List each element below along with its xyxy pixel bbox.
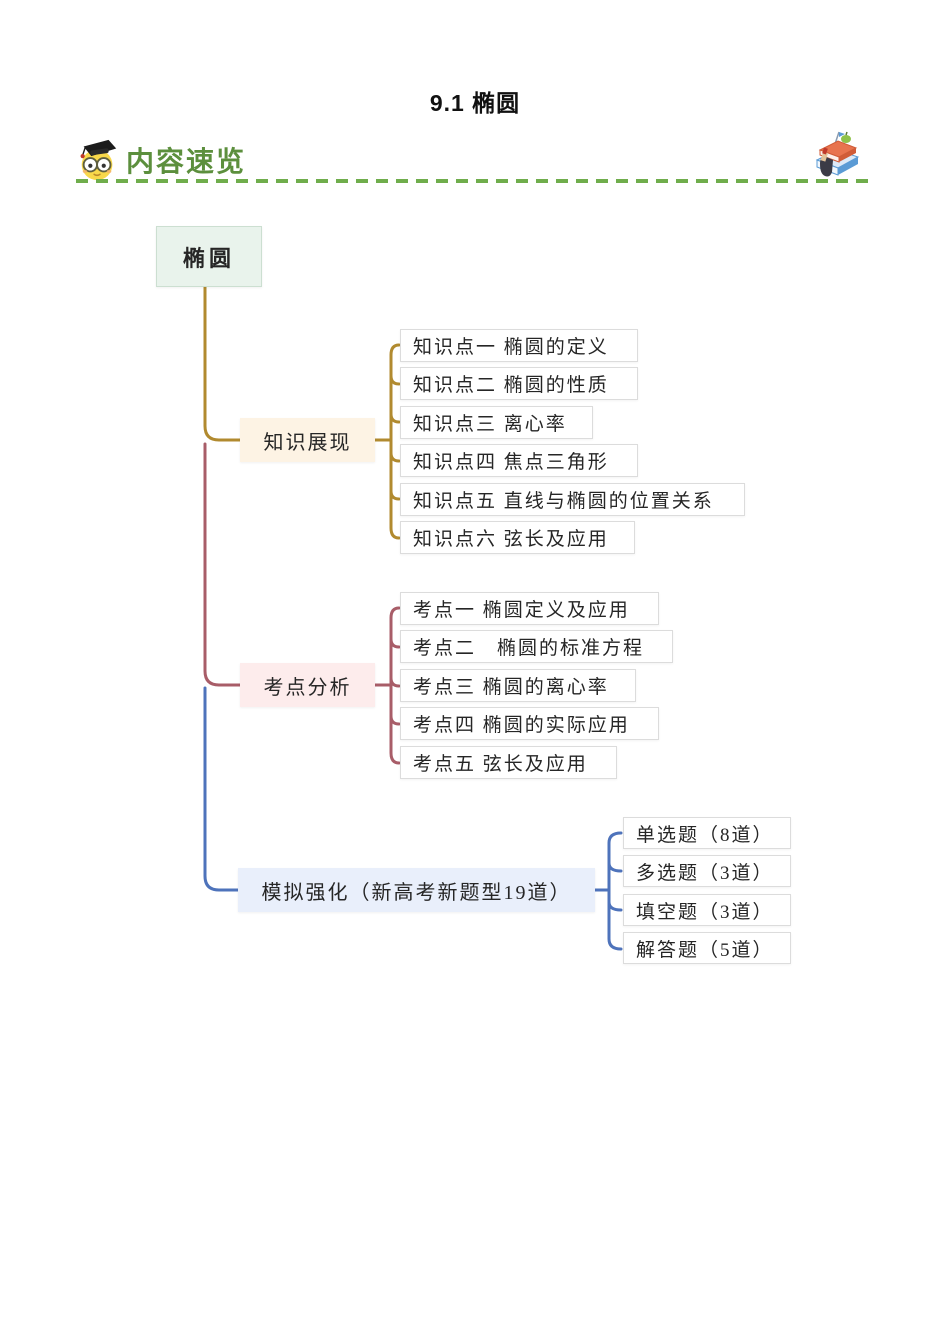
leaf-knowledge-6: 知识点六 弦长及应用: [400, 521, 635, 554]
leaf-knowledge-4: 知识点四 焦点三角形: [400, 444, 638, 477]
leaf-mock-1: 单选题（8道）: [623, 817, 791, 849]
branch-node-exam: 考点分析: [240, 663, 375, 707]
branch-node-knowledge: 知识展现: [240, 418, 375, 462]
leaf-mock-3: 填空题（3道）: [623, 894, 791, 926]
leaf-exam-4: 考点四 椭圆的实际应用: [400, 707, 659, 740]
leaf-exam-3: 考点三 椭圆的离心率: [400, 669, 636, 702]
section-header: 内容速览: [76, 131, 870, 183]
owl-graduate-icon: [80, 139, 117, 181]
leaf-exam-2: 考点二 椭圆的标准方程: [400, 630, 673, 663]
branch-knowledge-connector: [203, 285, 401, 540]
branch-exam-connector: [203, 442, 401, 765]
leaf-knowledge-1: 知识点一 椭圆的定义: [400, 329, 638, 362]
books-stack-icon: [815, 131, 860, 177]
branch-node-mock: 模拟强化（新高考新题型19道）: [238, 868, 595, 912]
leaf-mock-4: 解答题（5道）: [623, 932, 791, 964]
leaf-exam-1: 考点一 椭圆定义及应用: [400, 592, 659, 625]
section-title: 内容速览: [126, 146, 247, 177]
leaf-knowledge-5: 知识点五 直线与椭圆的位置关系: [400, 483, 745, 516]
leaf-knowledge-2: 知识点二 椭圆的性质: [400, 367, 638, 400]
mindmap-root-node: 椭圆: [156, 226, 262, 287]
page-title: 9.1 椭圆: [429, 90, 521, 116]
leaf-exam-5: 考点五 弦长及应用: [400, 746, 617, 779]
leaf-knowledge-3: 知识点三 离心率: [400, 406, 593, 439]
leaf-mock-2: 多选题（3道）: [623, 855, 791, 887]
dashed-divider: [76, 179, 870, 183]
